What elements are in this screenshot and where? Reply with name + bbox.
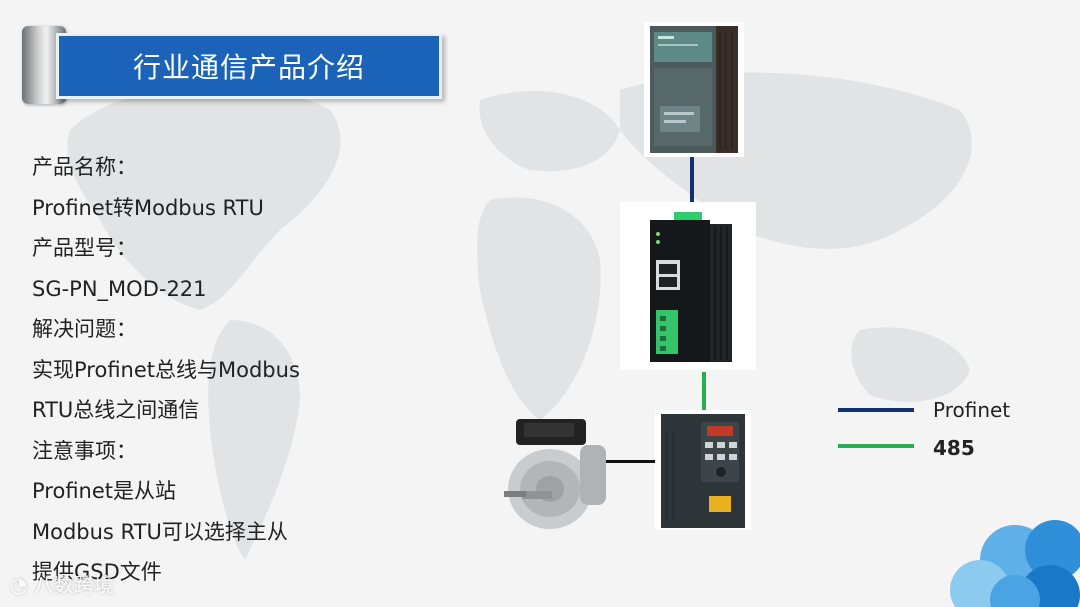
- desc-line: 实现Profinet总线与Modbus: [32, 350, 372, 391]
- cloud-decoration: [940, 505, 1080, 607]
- desc-line: RTU总线之间通信: [32, 390, 372, 431]
- plc-icon: [644, 22, 744, 157]
- watermark-icon: ◔: [10, 573, 27, 597]
- desc-line: SG-PN_MOD-221: [32, 269, 372, 310]
- page-title: 行业通信产品介绍: [133, 46, 365, 86]
- desc-line: Modbus RTU可以选择主从: [32, 512, 372, 553]
- inverter-icon: [655, 410, 751, 530]
- profinet-connection-line: [690, 156, 694, 204]
- product-description: 产品名称： Profinet转Modbus RTU 产品型号： SG-PN_MO…: [32, 147, 372, 593]
- legend-profinet-line: [838, 408, 914, 412]
- desc-line: Profinet是从站: [32, 471, 372, 512]
- legend-485-line: [838, 444, 914, 448]
- desc-line: 注意事项：: [32, 431, 372, 472]
- desc-line: 产品名称：: [32, 147, 372, 188]
- desc-line: Profinet转Modbus RTU: [32, 188, 372, 229]
- legend-profinet-label: Profinet: [933, 398, 1010, 422]
- motor-icon: [500, 405, 620, 535]
- watermark-logo: ◔ 八数跨境: [10, 569, 114, 598]
- gateway-icon: [620, 202, 756, 370]
- legend-485-label: 485: [933, 436, 975, 460]
- desc-line: 解决问题：: [32, 309, 372, 350]
- watermark-text: 八数跨境: [34, 573, 114, 597]
- title-banner: 行业通信产品介绍: [56, 33, 442, 99]
- desc-line: 产品型号：: [32, 228, 372, 269]
